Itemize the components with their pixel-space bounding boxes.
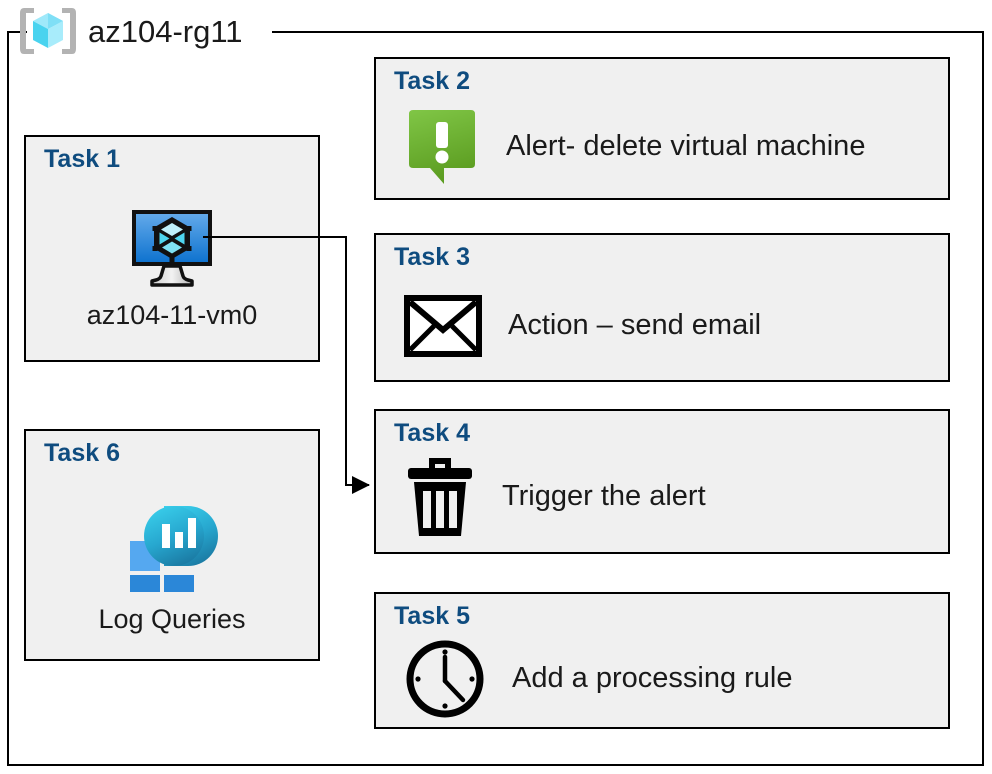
resource-group-title: az104-rg11 [88,13,243,49]
card-task-3-caption: Action – send email [508,309,762,341]
card-task-4[interactable]: Task 4 Trigger the alert [374,409,950,554]
card-task-4-label: Task 4 [394,419,470,447]
card-task-3[interactable]: Task 3 Action – send email [374,233,950,382]
card-task-2-label: Task 2 [394,67,470,95]
resource-group-boundary-top-left [7,31,27,33]
card-task-4-caption: Trigger the alert [502,480,706,512]
card-task-1[interactable]: Task 1 [24,135,320,362]
connector-arrowhead-icon [352,476,370,494]
connector-segment-vertical [345,236,347,485]
resource-group-cube-icon [20,8,76,54]
card-task-1-caption: az104-11-vm0 [86,300,258,330]
connector-segment-horizontal-top [203,236,347,238]
card-task-6-label: Task 6 [44,439,120,467]
alert-speech-bubble-icon [409,109,475,184]
envelope-icon [404,294,482,357]
resource-group-header: az104-rg11 [18,3,243,59]
card-task-3-label: Task 3 [394,243,470,271]
card-task-6[interactable]: Task 6 [24,429,320,661]
virtual-machine-icon [132,210,212,287]
resource-group-boundary [7,31,984,766]
card-task-6-caption: Log Queries [98,603,246,634]
card-task-2-caption: Alert- delete virtual machine [506,130,866,162]
card-task-5-label: Task 5 [394,602,470,630]
clock-icon [406,640,484,717]
card-task-1-label: Task 1 [44,145,120,173]
card-task-5[interactable]: Task 5 Add a processing rule [374,592,950,729]
log-analytics-icon [130,505,218,592]
card-task-5-caption: Add a processing rule [512,662,793,694]
card-task-2[interactable]: Task 2 Alert- delete virtual machine [374,57,950,200]
resource-group-boundary-top-right [272,31,984,33]
trash-delete-icon [408,457,472,536]
